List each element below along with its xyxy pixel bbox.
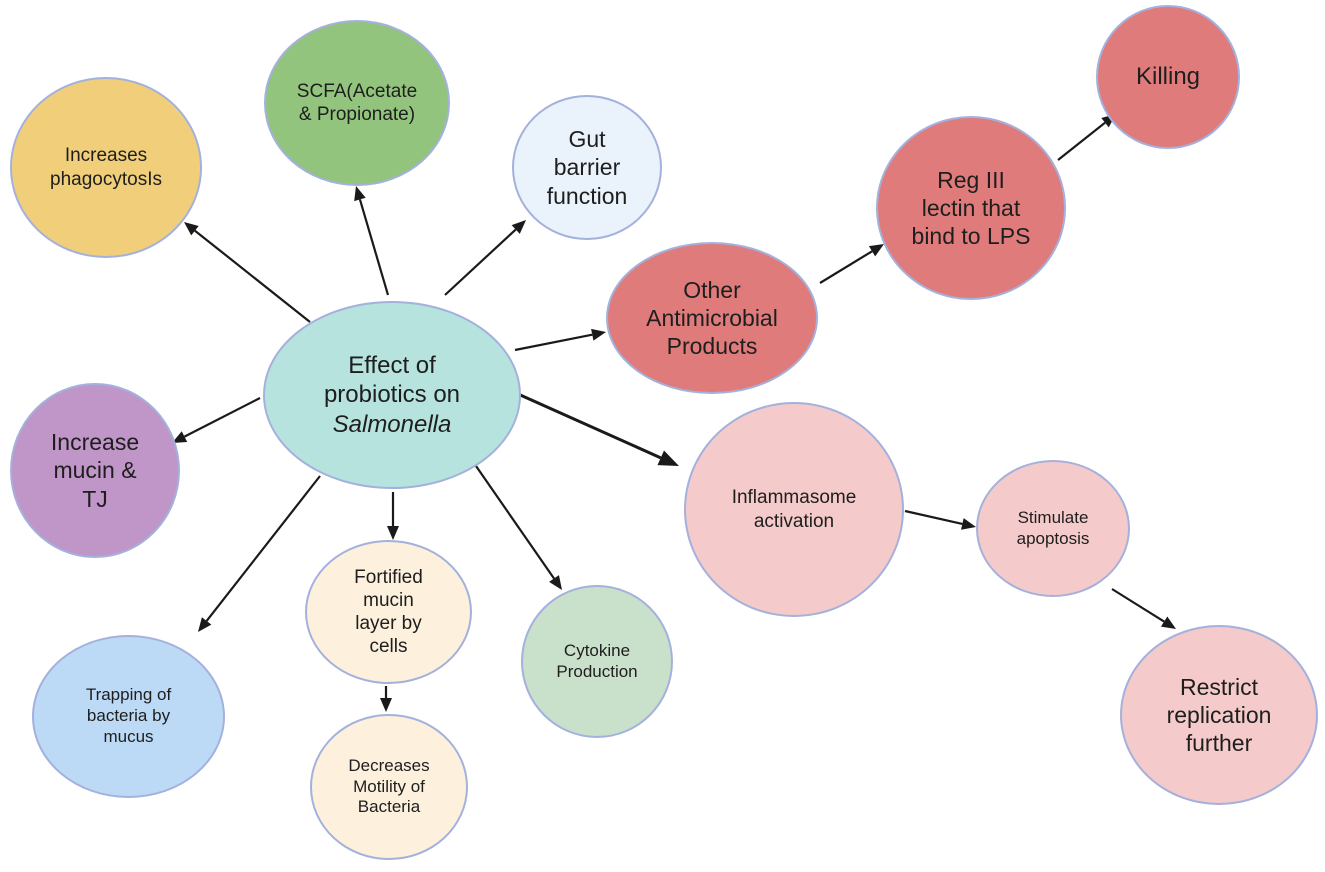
label-line: Inflammasome	[731, 487, 857, 509]
node-label: Gut barrier function	[547, 125, 628, 209]
node-label: Decreases Motility of Bacteria	[348, 756, 429, 818]
node-label: Restrict replication further	[1167, 673, 1272, 757]
label-line: Increases	[64, 145, 148, 167]
label-line: Gut	[568, 126, 606, 153]
label-line: mucin &	[53, 457, 137, 484]
arrowhead-apoptosis-to-restrict	[1160, 616, 1176, 629]
label-line: SCFA(Acetate	[296, 80, 418, 102]
label-line: Production	[556, 661, 638, 681]
node-effect-of-probiotics: Effect of probiotics on Salmonella	[263, 301, 521, 489]
label-line: Bacteria	[357, 797, 421, 817]
arrow-center-to-scfa	[358, 199, 390, 296]
label-line: Restrict	[1180, 673, 1258, 700]
arrowhead-other_antimicrobial-to-reg_iii	[868, 244, 884, 257]
label-line: phagocytosIs	[50, 168, 162, 190]
node-stimulate-apoptosis: Stimulate apoptosis	[976, 460, 1130, 597]
label-line: Other	[683, 276, 741, 303]
node-label: Inflammasome activation	[732, 486, 857, 532]
arrow-center-to-trapping	[205, 475, 321, 622]
arrow-center-to-phagocytosis	[194, 229, 311, 323]
label-line: probiotics on	[323, 381, 461, 409]
arrow-center-to-gut_barrier	[444, 228, 517, 296]
arrowhead-fortified_mucin-to-decreases_motility	[380, 698, 392, 712]
arrow-other_antimicrobial-to-reg_iii	[819, 250, 873, 284]
label-line: & Propionate)	[298, 104, 416, 125]
arrow-inflammasome-to-apoptosis	[904, 509, 963, 525]
node-label: Reg III lectin that bind to LPS	[912, 166, 1031, 250]
node-label: Stimulate apoptosis	[1017, 508, 1090, 549]
label-line: cells	[369, 636, 408, 658]
arrowhead-center-to-fortified_mucin	[387, 526, 399, 540]
label-line: mucin	[363, 589, 414, 611]
node-label: Effect of probiotics on Salmonella	[324, 351, 460, 439]
arrowhead-center-to-cytokine	[549, 575, 562, 590]
arrowhead-center-to-gut_barrier	[511, 220, 526, 234]
arrow-center-to-cytokine	[475, 465, 555, 580]
label-line: Decreases	[348, 755, 430, 775]
label-line: Reg III	[937, 166, 1005, 193]
node-label: Increases phagocytosIs	[50, 144, 162, 190]
arrow-apoptosis-to-restrict	[1111, 588, 1165, 623]
label-line: Killing	[1135, 63, 1201, 91]
arrowhead-center-to-phagocytosis	[184, 222, 199, 236]
node-decreases-motility: Decreases Motility of Bacteria	[310, 714, 468, 860]
node-scfa: SCFA(Acetate & Propionate)	[264, 20, 450, 186]
label-line: Products	[666, 333, 758, 360]
label-line: bacteria by	[86, 706, 171, 726]
label-line: lectin that	[921, 194, 1021, 221]
label-line: Increase	[50, 429, 140, 456]
node-increase-mucin-tj: Increase mucin & TJ	[10, 383, 180, 558]
node-cytokine-production: Cytokine Production	[521, 585, 673, 738]
label-line: Antimicrobial	[646, 304, 778, 331]
node-label: Cytokine Production	[556, 641, 637, 682]
arrowhead-center-to-inflammasome	[657, 450, 679, 466]
label-line: layer by	[355, 613, 422, 634]
node-label: Killing	[1136, 62, 1200, 91]
node-gut-barrier-function: Gut barrier function	[512, 95, 662, 240]
label-line: Motility of	[353, 776, 425, 796]
label-line: Effect of	[348, 352, 436, 380]
node-label: Trapping of bacteria by mucus	[86, 685, 171, 747]
label-line: function	[546, 182, 628, 209]
node-inflammasome-activation: Inflammasome activation	[684, 402, 904, 617]
node-trapping-of-bacteria: Trapping of bacteria by mucus	[32, 635, 225, 798]
node-fortified-mucin-layer: Fortified mucin layer by cells	[305, 540, 472, 684]
node-label: Increase mucin & TJ	[51, 428, 139, 512]
node-label: SCFA(Acetate & Propionate)	[297, 80, 417, 126]
label-line: replication	[1166, 701, 1272, 728]
label-line: apoptosis	[1016, 528, 1090, 548]
label-line: bind to LPS	[911, 223, 1031, 250]
arrow-reg_iii-to-killing	[1057, 121, 1106, 161]
arrowhead-center-to-scfa	[354, 186, 366, 202]
label-line: activation	[753, 510, 835, 532]
label-line: Fortified	[354, 566, 423, 588]
label-line-italic: Salmonella	[332, 410, 452, 438]
node-restrict-replication: Restrict replication further	[1120, 625, 1318, 805]
node-reg-iii-lectin: Reg III lectin that bind to LPS	[876, 116, 1066, 300]
label-line: Cytokine	[563, 640, 631, 660]
arrowhead-center-to-other_antimicrobial	[591, 328, 606, 341]
label-line: further	[1185, 730, 1253, 757]
label-line: Stimulate	[1017, 507, 1089, 527]
label-line: TJ	[82, 485, 108, 512]
arrow-center-to-mucin_tj	[183, 397, 261, 438]
arrowhead-center-to-mucin_tj	[172, 431, 188, 443]
node-other-antimicrobial-products: Other Antimicrobial Products	[606, 242, 818, 394]
label-line: barrier	[553, 154, 621, 181]
node-label: Fortified mucin layer by cells	[354, 566, 423, 659]
arrow-center-to-other_antimicrobial	[514, 333, 593, 352]
arrowhead-center-to-trapping	[198, 617, 212, 632]
arrowhead-inflammasome-to-apoptosis	[961, 518, 976, 530]
node-increases-phagocytosis: Increases phagocytosIs	[10, 77, 202, 258]
arrow-center-to-inflammasome	[517, 392, 662, 460]
label-line: mucus	[103, 726, 154, 746]
label-line: Trapping of	[85, 685, 172, 705]
node-label: Other Antimicrobial Products	[646, 276, 778, 360]
node-killing: Killing	[1096, 5, 1240, 149]
